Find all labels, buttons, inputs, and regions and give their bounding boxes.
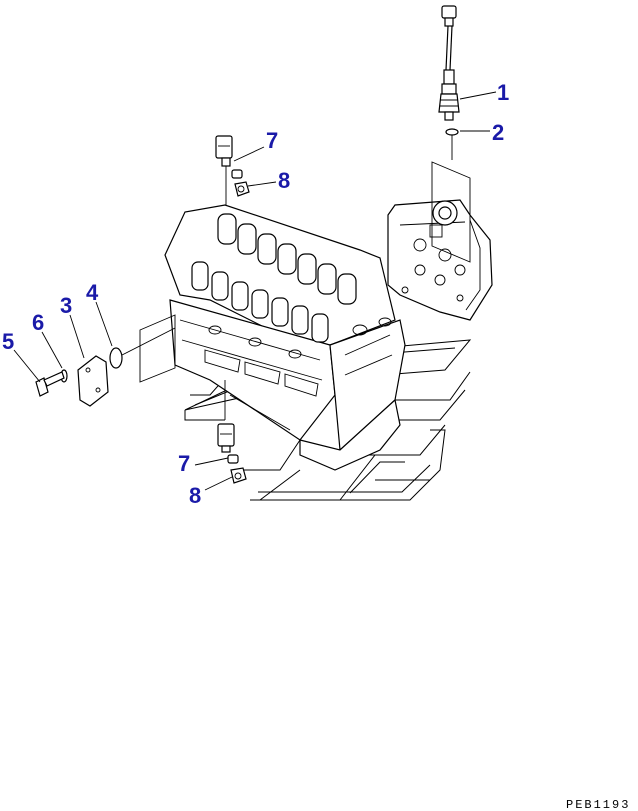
auxiliary-valve-section — [387, 199, 493, 321]
upper-connector — [215, 135, 250, 205]
leader-lines — [13, 91, 497, 491]
callout-7-lower: 7 — [178, 451, 190, 476]
lower-connector — [217, 380, 247, 484]
callout-5: 5 — [2, 329, 14, 354]
callout-8-lower: 8 — [189, 483, 201, 508]
callout-2: 2 — [492, 120, 504, 145]
drawing-code: PEB1193 — [566, 798, 630, 811]
callout-8-upper: 8 — [278, 168, 290, 193]
callout-1: 1 — [497, 80, 509, 105]
callouts: 1 2 3 4 5 6 7 8 7 8 — [2, 80, 509, 508]
callout-4: 4 — [86, 280, 99, 305]
callout-3: 3 — [60, 293, 72, 318]
control-valve-body — [164, 204, 406, 471]
spool-caps — [191, 213, 357, 343]
callout-7-upper: 7 — [266, 128, 278, 153]
callout-6: 6 — [32, 310, 44, 335]
cover-assembly — [35, 314, 176, 407]
pressure-sensor — [438, 5, 460, 121]
o-ring — [431, 128, 471, 263]
valve-front-details — [179, 317, 393, 431]
